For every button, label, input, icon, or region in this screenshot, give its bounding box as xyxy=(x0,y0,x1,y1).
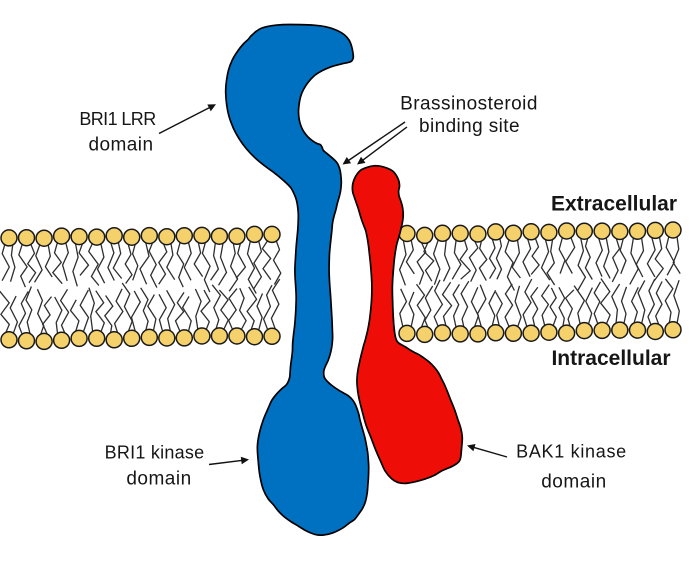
svg-text:Intracellular: Intracellular xyxy=(551,347,670,370)
svg-text:Brassinosteroid: Brassinosteroid xyxy=(400,94,538,115)
svg-text:BRI1 LRR: BRI1 LRR xyxy=(79,109,156,129)
svg-text:BAK1 kinase: BAK1 kinase xyxy=(516,442,627,462)
svg-text:BRI1 kinase: BRI1 kinase xyxy=(105,443,205,463)
svg-text:domain: domain xyxy=(126,468,191,489)
svg-text:domain: domain xyxy=(88,134,153,155)
svg-text:domain: domain xyxy=(541,472,607,493)
svg-text:Extracellular: Extracellular xyxy=(551,193,677,216)
svg-text:binding site: binding site xyxy=(419,116,520,137)
